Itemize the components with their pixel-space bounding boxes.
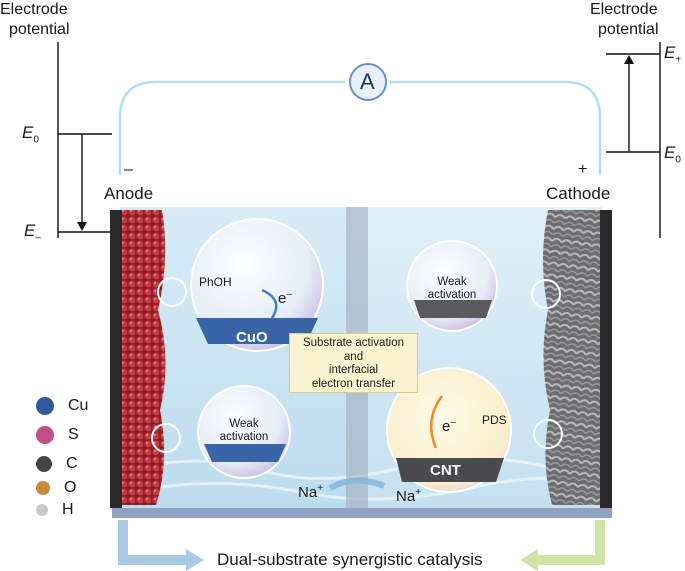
cuo-electron-arrow [261,288,278,319]
anode-zoom-bottom [151,423,181,453]
cuo-surface-label: CuO [236,329,268,346]
legend-cu-label: Cu [68,397,89,414]
o-atom-icon [36,481,50,495]
cuo-electron-label: e– [278,289,292,307]
right-arrowhead [624,55,634,64]
legend-o: O [36,479,76,497]
right-ion-label: Na+ [396,487,422,505]
s-atom-icon [36,426,54,444]
legend-s: S [36,426,79,444]
circuit-wire [118,80,602,175]
left-axis-title-line2: potential [9,21,70,38]
cnt-surface-label: CNT [430,462,461,479]
anode-minus-sign: – [124,161,133,178]
h-atom-icon [36,504,48,516]
anode-zoom-top [157,277,187,307]
cathode-plus-sign: + [578,161,588,178]
cathode-label: Cathode [546,184,611,203]
legend-o-label: O [64,479,77,496]
cathode-backplate [600,210,612,508]
cu-atom-icon [36,397,54,415]
tank-base [112,508,612,518]
legend-cu: Cu [36,397,88,415]
right-feedback-arrowhead [520,549,538,571]
right-e0-label: E0 [664,143,681,166]
weak-right-line1: Weak [437,276,467,288]
left-ion-label: Na+ [298,483,324,501]
cnt-electron-label: e– [442,417,456,435]
legend-c: C [36,455,78,473]
mechanism-callout: Substrate activation and interfacial ele… [289,333,418,393]
right-feedback-arrow [536,520,605,565]
weak-right-text: Weak activation [422,276,482,302]
anode-label: Anode [104,184,154,203]
ammeter-label: A [360,69,375,94]
cathode-electrode [543,210,612,505]
left-eminus-label: E– [24,221,41,244]
anode-backplate [110,210,122,508]
callout-line1: Substrate activation [302,337,404,349]
phoh-label: PhOH [199,275,232,289]
cnt-surface [396,458,504,482]
callout-line2: and [343,350,364,363]
weak-left-line1: Weak [229,418,259,430]
weak-left-surface [204,444,286,462]
left-axis-title-line1: Electrode [0,1,68,18]
weak-right-line2: activation [427,289,477,302]
right-axis-title-line2: potential [598,21,659,38]
callout-line3: interfacial [328,364,379,377]
weak-right-surface [414,300,492,318]
right-eplus-label: E+ [664,43,682,66]
cuo-surface [196,318,318,344]
ammeter-icon [349,63,387,101]
right-axis-title-line1: Electrode [590,1,658,18]
cnt-electron-arrow [429,395,444,449]
ion-flow-arrow [328,477,386,491]
legend-h: H [36,501,74,519]
cathode-zoom-top [531,279,561,309]
legend-h-label: H [62,501,74,518]
weak-left-text: Weak activation [214,418,274,444]
pds-label: PDS [482,413,507,427]
legend-c-label: C [66,455,78,472]
left-arrowhead [77,222,87,231]
legend-s-label: S [68,426,79,443]
weak-left-line2: activation [219,431,269,444]
left-feedback-arrow [118,520,188,565]
cathode-zoom-bottom [533,419,563,449]
c-atom-icon [36,456,52,472]
left-feedback-arrowhead [186,549,204,571]
anode-electrode [112,210,166,505]
footer-caption: Dual-substrate synergistic catalysis [217,550,483,569]
left-e0-label: E0 [22,123,39,146]
callout-line4: electron transfer [311,377,396,390]
